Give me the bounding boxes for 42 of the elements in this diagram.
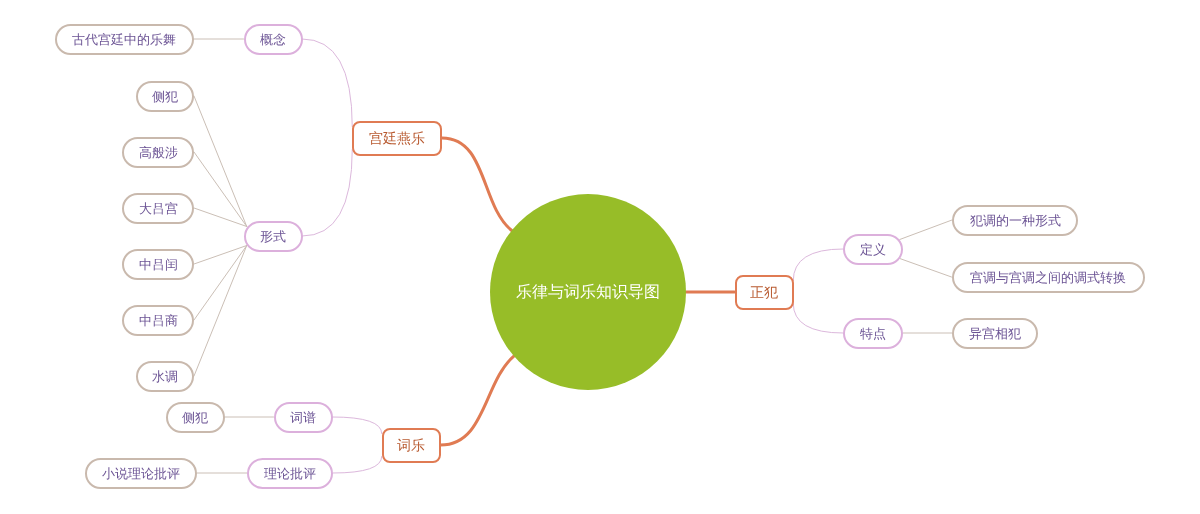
branch-line [440, 136, 514, 232]
connector-line [193, 245, 248, 265]
connector-line [193, 245, 248, 377]
subtopic-pill: 概念 [243, 23, 303, 55]
connector-line [193, 207, 248, 227]
subtopic-pill: 形式 [243, 220, 303, 252]
connector-line [792, 248, 844, 281]
connector-line [193, 38, 244, 40]
subtopic-pill: 定义 [843, 233, 903, 265]
connector-line [193, 151, 248, 227]
leaf-pill: 宫调与宫调之间的调式转换 [951, 261, 1145, 293]
leaf-pill: 古代宫廷中的乐舞 [54, 23, 194, 55]
leaf-pill: 大吕宫 [122, 192, 194, 224]
connector-line [899, 219, 953, 240]
connector-line [302, 149, 353, 237]
connector-line [332, 416, 383, 434]
leaf-pill: 中吕闰 [122, 248, 194, 280]
topic-box: 词乐 [381, 427, 441, 463]
leaf-pill: 侧犯 [165, 401, 225, 433]
subtopic-pill: 特点 [843, 317, 903, 349]
leaf-pill: 高般涉 [122, 136, 194, 168]
leaf-pill: 犯调的一种形式 [952, 204, 1078, 236]
leaf-pill: 侧犯 [136, 80, 194, 112]
topic-box: 宫廷燕乐 [352, 120, 442, 156]
leaf-pill: 中吕商 [122, 304, 194, 336]
center-circle: 乐律与词乐知识导图 [490, 194, 686, 390]
connector-line [193, 95, 248, 227]
connector-line [196, 472, 248, 474]
leaf-pill: 异宫相犯 [952, 317, 1038, 349]
connector-line [792, 303, 844, 334]
connector-line [332, 456, 383, 474]
subtopic-pill: 理论批评 [247, 457, 333, 489]
connector-line [224, 416, 274, 418]
leaf-pill: 水调 [136, 360, 194, 392]
connector-line [899, 258, 952, 278]
topic-box: 正犯 [734, 274, 794, 310]
connector-line [302, 38, 353, 127]
branch-line [439, 354, 516, 447]
connector-line [193, 245, 248, 321]
connector-line [902, 332, 953, 334]
subtopic-pill: 词谱 [273, 401, 333, 433]
leaf-pill: 小说理论批评 [85, 457, 197, 489]
